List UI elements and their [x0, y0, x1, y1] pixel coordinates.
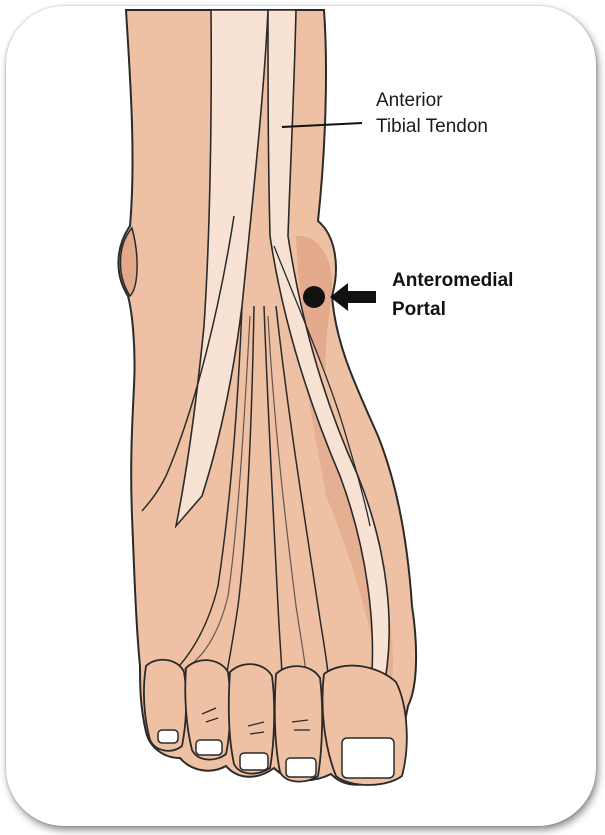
- portal-label-line1: Anteromedial: [392, 268, 513, 293]
- portal-marker: [303, 286, 325, 308]
- portal-arrow: [330, 283, 376, 311]
- figure-frame: Anterior Tibial Tendon Anteromedial Port…: [6, 6, 596, 826]
- little-toe-nail: [158, 730, 178, 743]
- fourth-toe-nail: [196, 740, 222, 755]
- tendon-label-line2: Tibial Tendon: [376, 114, 488, 139]
- big-toe-nail: [342, 738, 394, 778]
- second-toe-nail: [286, 758, 316, 777]
- portal-label-line2: Portal: [392, 297, 446, 322]
- third-toe-nail: [240, 753, 268, 770]
- foot-illustration: [6, 6, 596, 826]
- tendon-label-line1: Anterior: [376, 88, 443, 113]
